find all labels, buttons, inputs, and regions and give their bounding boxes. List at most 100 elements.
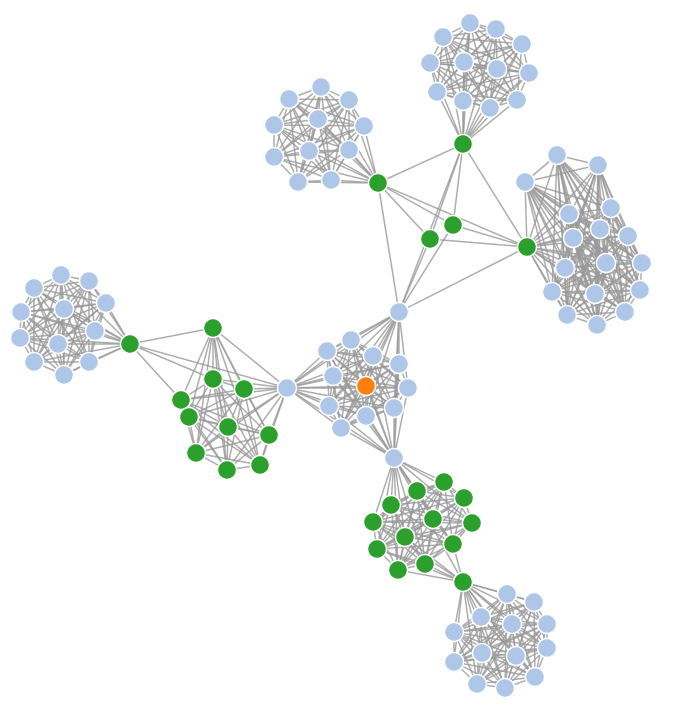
graph-node-blue[interactable] (524, 666, 546, 688)
graph-node-blue[interactable] (556, 304, 578, 326)
graph-node-blue[interactable] (452, 90, 474, 112)
graph-node-green[interactable] (461, 512, 483, 534)
graph-node-blue[interactable] (9, 327, 31, 349)
graph-node-blue[interactable] (631, 252, 653, 274)
graph-node-blue[interactable] (276, 377, 298, 399)
graph-node-green[interactable] (185, 442, 207, 464)
graph-node-green[interactable] (216, 459, 238, 481)
graph-node-green[interactable] (453, 487, 475, 509)
graph-node-green[interactable] (394, 526, 416, 548)
graph-node-blue[interactable] (362, 345, 384, 367)
graph-node-green[interactable] (452, 133, 474, 155)
graph-node-blue[interactable] (419, 52, 441, 74)
graph-node-blue[interactable] (485, 18, 507, 40)
graph-node-green[interactable] (217, 416, 239, 438)
graph-node-blue[interactable] (453, 51, 475, 73)
graph-node-blue[interactable] (443, 651, 465, 673)
graph-node-blue[interactable] (541, 281, 563, 303)
graph-node-blue[interactable] (84, 320, 106, 342)
graph-node-blue[interactable] (506, 89, 528, 111)
graph-node-blue[interactable] (355, 405, 377, 427)
graph-node-blue[interactable] (78, 270, 100, 292)
graph-node-blue[interactable] (546, 144, 568, 166)
graph-node-blue[interactable] (505, 645, 527, 667)
graph-node-green[interactable] (422, 508, 444, 530)
graph-node-blue[interactable] (383, 447, 405, 469)
graph-node-blue[interactable] (536, 637, 558, 659)
graph-node-blue[interactable] (330, 417, 352, 439)
graph-node-blue[interactable] (278, 88, 300, 110)
graph-node-blue[interactable] (53, 364, 75, 386)
graph-node-blue[interactable] (307, 108, 329, 130)
graph-node-green[interactable] (119, 333, 141, 355)
graph-node-blue[interactable] (629, 279, 651, 301)
graph-node-blue[interactable] (50, 264, 72, 286)
graph-node-green[interactable] (452, 571, 474, 593)
graph-node-green[interactable] (387, 559, 409, 581)
graph-node-blue[interactable] (388, 301, 410, 323)
graph-node-green[interactable] (414, 553, 436, 575)
graph-node-blue[interactable] (263, 114, 285, 136)
graph-node-green[interactable] (406, 480, 428, 502)
graph-node-blue[interactable] (501, 613, 523, 635)
graph-node-blue[interactable] (47, 333, 69, 355)
graph-node-green[interactable] (258, 424, 280, 446)
graph-node-blue[interactable] (589, 218, 611, 240)
graph-node-blue[interactable] (397, 377, 419, 399)
graph-node-green[interactable] (442, 533, 464, 555)
graph-node-green[interactable] (202, 368, 224, 390)
graph-node-blue[interactable] (494, 677, 516, 699)
graph-node-green[interactable] (442, 214, 464, 236)
graph-node-blue[interactable] (466, 673, 488, 695)
graph-node-blue[interactable] (587, 154, 609, 176)
graph-node-blue[interactable] (287, 171, 309, 193)
graph-node-blue[interactable] (459, 12, 481, 34)
graph-node-blue[interactable] (558, 203, 580, 225)
graph-node-blue[interactable] (316, 340, 338, 362)
graph-node-blue[interactable] (78, 351, 100, 373)
graph-node-blue[interactable] (318, 395, 340, 417)
graph-node-blue[interactable] (617, 225, 639, 247)
graph-node-blue[interactable] (340, 329, 362, 351)
graph-node-blue[interactable] (536, 613, 558, 635)
graph-node-blue[interactable] (443, 621, 465, 643)
graph-node-blue[interactable] (554, 257, 576, 279)
graph-node-blue[interactable] (514, 171, 536, 193)
graph-node-blue[interactable] (53, 298, 75, 320)
graph-node-green[interactable] (170, 389, 192, 411)
graph-node-blue[interactable] (95, 292, 117, 314)
graph-node-blue[interactable] (263, 146, 285, 168)
graph-node-blue[interactable] (511, 33, 533, 55)
graph-node-green[interactable] (380, 494, 402, 516)
graph-node-blue[interactable] (426, 81, 448, 103)
graph-node-green[interactable] (433, 471, 455, 493)
graph-node-blue[interactable] (595, 252, 617, 274)
graph-node-blue[interactable] (614, 301, 636, 323)
graph-node-green[interactable] (516, 236, 538, 258)
graph-node-blue[interactable] (600, 197, 622, 219)
graph-node-blue[interactable] (338, 89, 360, 111)
graph-node-green[interactable] (419, 228, 441, 250)
graph-node-blue[interactable] (562, 227, 584, 249)
graph-node-blue[interactable] (23, 277, 45, 299)
graph-node-blue[interactable] (310, 76, 332, 98)
graph-node-orange[interactable] (355, 375, 377, 397)
graph-node-green[interactable] (249, 454, 271, 476)
graph-node-green[interactable] (367, 172, 389, 194)
graph-node-blue[interactable] (479, 97, 501, 119)
graph-node-blue[interactable] (496, 583, 518, 605)
graph-node-green[interactable] (178, 406, 200, 428)
graph-node-blue[interactable] (322, 365, 344, 387)
graph-node-blue[interactable] (584, 283, 606, 305)
graph-node-blue[interactable] (388, 353, 410, 375)
graph-node-blue[interactable] (471, 642, 493, 664)
graph-node-blue[interactable] (518, 62, 540, 84)
graph-node-blue[interactable] (432, 26, 454, 48)
graph-node-blue[interactable] (10, 301, 32, 323)
graph-node-blue[interactable] (470, 606, 492, 628)
graph-node-blue[interactable] (338, 139, 360, 161)
graph-node-green[interactable] (362, 511, 384, 533)
graph-node-blue[interactable] (586, 314, 608, 336)
graph-node-blue[interactable] (298, 140, 320, 162)
graph-node-green[interactable] (233, 378, 255, 400)
